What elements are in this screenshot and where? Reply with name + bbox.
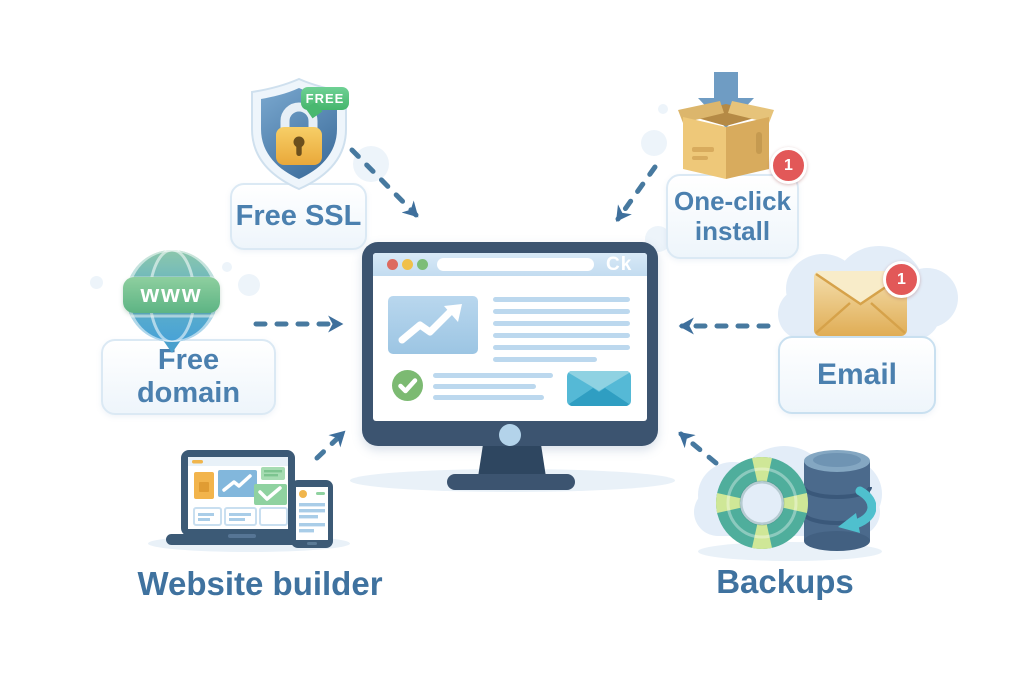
url-bar xyxy=(437,258,594,271)
free-domain-label: Free domain xyxy=(136,344,241,409)
monitor-stand-base xyxy=(447,474,575,490)
one-click-line2: install xyxy=(694,215,771,246)
decor-circle xyxy=(222,262,232,272)
checkmark-icon xyxy=(392,370,423,401)
traffic-dot-green xyxy=(417,259,428,270)
monitor-stand xyxy=(478,446,546,477)
install-count-badge: 1 xyxy=(770,147,807,184)
install-count-text: 1 xyxy=(784,156,793,174)
text-line xyxy=(433,373,553,378)
website-builder-text: Website builder xyxy=(137,565,383,602)
one-click-install-card: One-click install xyxy=(666,174,799,259)
browser-logo: Ck xyxy=(606,254,633,275)
free-badge: FREE xyxy=(301,87,349,110)
traffic-dot-red xyxy=(387,259,398,270)
email-card: Email xyxy=(778,336,936,414)
free-domain-card: Free domain xyxy=(101,339,276,415)
text-line xyxy=(433,395,544,400)
monitor-screen: Ck xyxy=(373,253,647,421)
website-builder-label: Website builder xyxy=(130,565,390,603)
email-count-badge: 1 xyxy=(883,261,920,298)
free-ssl-card: Free SSL xyxy=(230,183,367,250)
free-ssl-label: Free SSL xyxy=(235,200,362,232)
decor-circle xyxy=(658,104,668,114)
text-line xyxy=(493,309,630,314)
email-count-text: 1 xyxy=(897,270,906,288)
arrow-install-to-monitor xyxy=(615,164,658,222)
backups-icon xyxy=(716,450,876,551)
one-click-install-label: One-click install xyxy=(673,185,792,247)
text-line xyxy=(433,384,536,389)
webcam-dot xyxy=(499,424,521,446)
mail-tile-icon xyxy=(567,371,631,406)
monitor: Ck xyxy=(362,242,658,446)
website-builder-devices-icon xyxy=(166,450,333,548)
arrow-ssl-to-monitor xyxy=(349,147,419,218)
traffic-dot-yellow xyxy=(402,259,413,270)
decor-circle xyxy=(353,146,389,182)
text-line xyxy=(493,333,630,338)
free-badge-text: FREE xyxy=(305,91,345,106)
growth-chart-icon xyxy=(388,296,478,354)
decor-circle xyxy=(641,130,667,156)
one-click-line1: One-click xyxy=(673,185,792,216)
backups-label: Backups xyxy=(695,563,875,601)
text-line xyxy=(493,357,597,362)
backups-text: Backups xyxy=(716,563,854,600)
text-line xyxy=(493,345,630,350)
browser-toolbar: Ck xyxy=(373,253,647,276)
arrow-builder-to-monitor xyxy=(314,430,346,461)
decor-circle xyxy=(238,274,260,296)
arrow-backups-to-monitor xyxy=(678,431,719,466)
www-text: www xyxy=(140,281,203,308)
www-badge: www xyxy=(123,277,220,313)
text-line xyxy=(493,297,630,302)
email-label: Email xyxy=(816,358,898,391)
install-box-icon xyxy=(678,72,774,179)
decor-circle xyxy=(90,276,103,289)
text-line xyxy=(493,321,630,326)
